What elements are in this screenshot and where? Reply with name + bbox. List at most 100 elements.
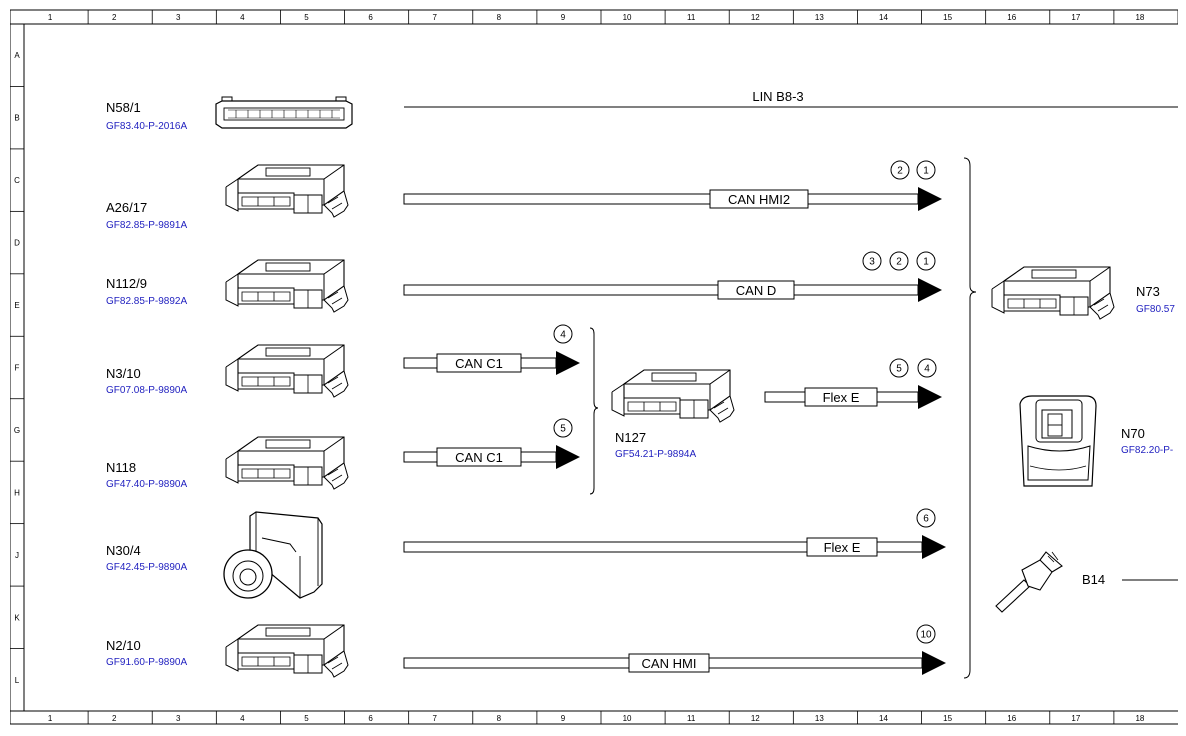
ref-a26-17[interactable]: GF82.85-P-9891A	[106, 220, 187, 231]
ruler-col-18-bottom: 18	[1135, 714, 1144, 723]
ruler-col-9-top: 9	[561, 13, 566, 22]
ruler-col-10-top: 10	[623, 13, 632, 22]
bus-label-box	[709, 189, 809, 209]
marker-number: 5	[896, 364, 902, 375]
ruler-col-1-bottom: 1	[48, 714, 53, 723]
bus-label-lin-b8-3: LIN B8-3	[752, 89, 803, 104]
bus-label-box	[628, 653, 710, 673]
ruler-col-12-bottom: 12	[751, 714, 760, 723]
bus-can-c1-bottom: CAN C15	[403, 418, 580, 469]
ref-n3-10[interactable]: GF07.08-P-9890A	[106, 385, 187, 396]
marker-circle	[890, 160, 910, 180]
ref-n58-1[interactable]: GF83.40-P-2016A	[106, 121, 187, 132]
component-n3-10-icon	[225, 344, 349, 398]
ruler-col-16-top: 16	[1007, 13, 1016, 22]
bus-can-c1-top: CAN C1 4	[403, 324, 580, 375]
bus-label-can-hmi2: CAN HMI2	[728, 192, 790, 207]
label-n30-4: N30/4	[106, 543, 141, 558]
label-n118: N118	[106, 460, 136, 475]
ruler-col-7-top: 7	[432, 13, 437, 22]
marker-circle	[889, 251, 909, 271]
ref-n70[interactable]: GF82.20-P-	[1121, 445, 1173, 456]
ruler-row-G: G	[14, 426, 20, 435]
marker-number: 4	[924, 364, 930, 375]
ruler-row-K: K	[14, 613, 20, 622]
bus-label-box	[436, 353, 522, 373]
ruler-col-17-bottom: 17	[1071, 714, 1080, 723]
marker-number: 1	[923, 166, 929, 177]
ref-n112-9[interactable]: GF82.85-P-9892A	[106, 296, 187, 307]
ruler-col-4-top: 4	[240, 13, 245, 22]
bus-arrow-shaft	[403, 284, 919, 296]
bus-label-flex-e-n127: Flex E	[823, 390, 860, 405]
marker-circle	[917, 358, 937, 378]
ruler-col-12-top: 12	[751, 13, 760, 22]
ruler-col-5-top: 5	[304, 13, 309, 22]
ruler-col-2-bottom: 2	[112, 714, 117, 723]
component-n112-9-icon	[225, 259, 349, 313]
marker-circle	[916, 624, 936, 644]
ruler-col-8-bottom: 8	[497, 714, 502, 723]
label-n70: N70	[1121, 426, 1145, 441]
label-a26-17: A26/17	[106, 200, 147, 215]
marker-circle	[916, 508, 936, 528]
labels: N58/1 GF83.40-P-2016A A26/17 GF82.85-P-9…	[106, 89, 1175, 668]
right-bracket	[963, 157, 977, 679]
ruler-row-J: J	[15, 551, 19, 560]
ruler-col-9-bottom: 9	[561, 714, 566, 723]
label-n2-10: N2/10	[106, 638, 141, 653]
arrow-head-icon	[922, 651, 946, 675]
bus-arrow-shaft	[403, 193, 919, 205]
ruler-col-3-bottom: 3	[176, 714, 181, 723]
arrow-head-icon	[922, 535, 946, 559]
n127-bracket	[589, 327, 599, 495]
ruler-col-11-bottom: 11	[687, 714, 696, 723]
marker-circle	[889, 358, 909, 378]
bus-label-flex-e-n30: Flex E	[824, 540, 861, 555]
component-n70-icon	[1019, 395, 1097, 487]
label-b14: B14	[1082, 572, 1105, 587]
ref-n2-10[interactable]: GF91.60-P-9890A	[106, 657, 187, 668]
ruler-col-16-bottom: 16	[1007, 714, 1016, 723]
ref-n118[interactable]: GF47.40-P-9890A	[106, 479, 187, 490]
bus-label-box	[436, 447, 522, 467]
bus-flex-e-n127: Flex E 5 4	[764, 358, 942, 409]
ruler-col-3-top: 3	[176, 13, 181, 22]
component-n58-1-icon	[215, 96, 353, 129]
label-n127: N127	[615, 430, 646, 445]
ruler-col-13-bottom: 13	[815, 714, 824, 723]
marker-circle	[916, 251, 936, 271]
arrow-head-icon	[918, 187, 942, 211]
component-n30-4-icon	[223, 511, 323, 599]
ruler-row-L: L	[15, 676, 20, 685]
marker-number: 6	[923, 514, 929, 525]
ruler-col-18-top: 18	[1135, 13, 1144, 22]
ruler-row-H: H	[14, 488, 20, 497]
ruler-col-4-bottom: 4	[240, 714, 245, 723]
marker-number: 2	[897, 166, 903, 177]
marker-circle	[553, 324, 573, 344]
ref-n73[interactable]: GF80.57	[1136, 304, 1175, 315]
component-n73-icon	[991, 266, 1115, 320]
marker-number: 4	[560, 330, 566, 341]
ruler-col-11-top: 11	[687, 13, 696, 22]
arrow-head-icon	[918, 278, 942, 302]
bus-label-can-c1-top: CAN C1	[455, 356, 503, 371]
ruler-col-14-bottom: 14	[879, 714, 888, 723]
ruler-row-F: F	[15, 364, 20, 373]
ref-n127[interactable]: GF54.21-P-9894A	[615, 449, 696, 460]
ruler-row-B: B	[14, 114, 19, 123]
ruler-col-2-top: 2	[112, 13, 117, 22]
arrow-head-icon	[556, 445, 580, 469]
ruler-row-E: E	[14, 301, 19, 310]
ref-n30-4[interactable]: GF42.45-P-9890A	[106, 562, 187, 573]
component-b14-icon	[995, 551, 1063, 613]
ruler-col-10-bottom: 10	[623, 714, 632, 723]
component-n2-10-icon	[225, 624, 349, 678]
ruler-row-A: A	[14, 51, 20, 60]
ruler-col-13-top: 13	[815, 13, 824, 22]
bus-label-can-d: CAN D	[736, 283, 776, 298]
